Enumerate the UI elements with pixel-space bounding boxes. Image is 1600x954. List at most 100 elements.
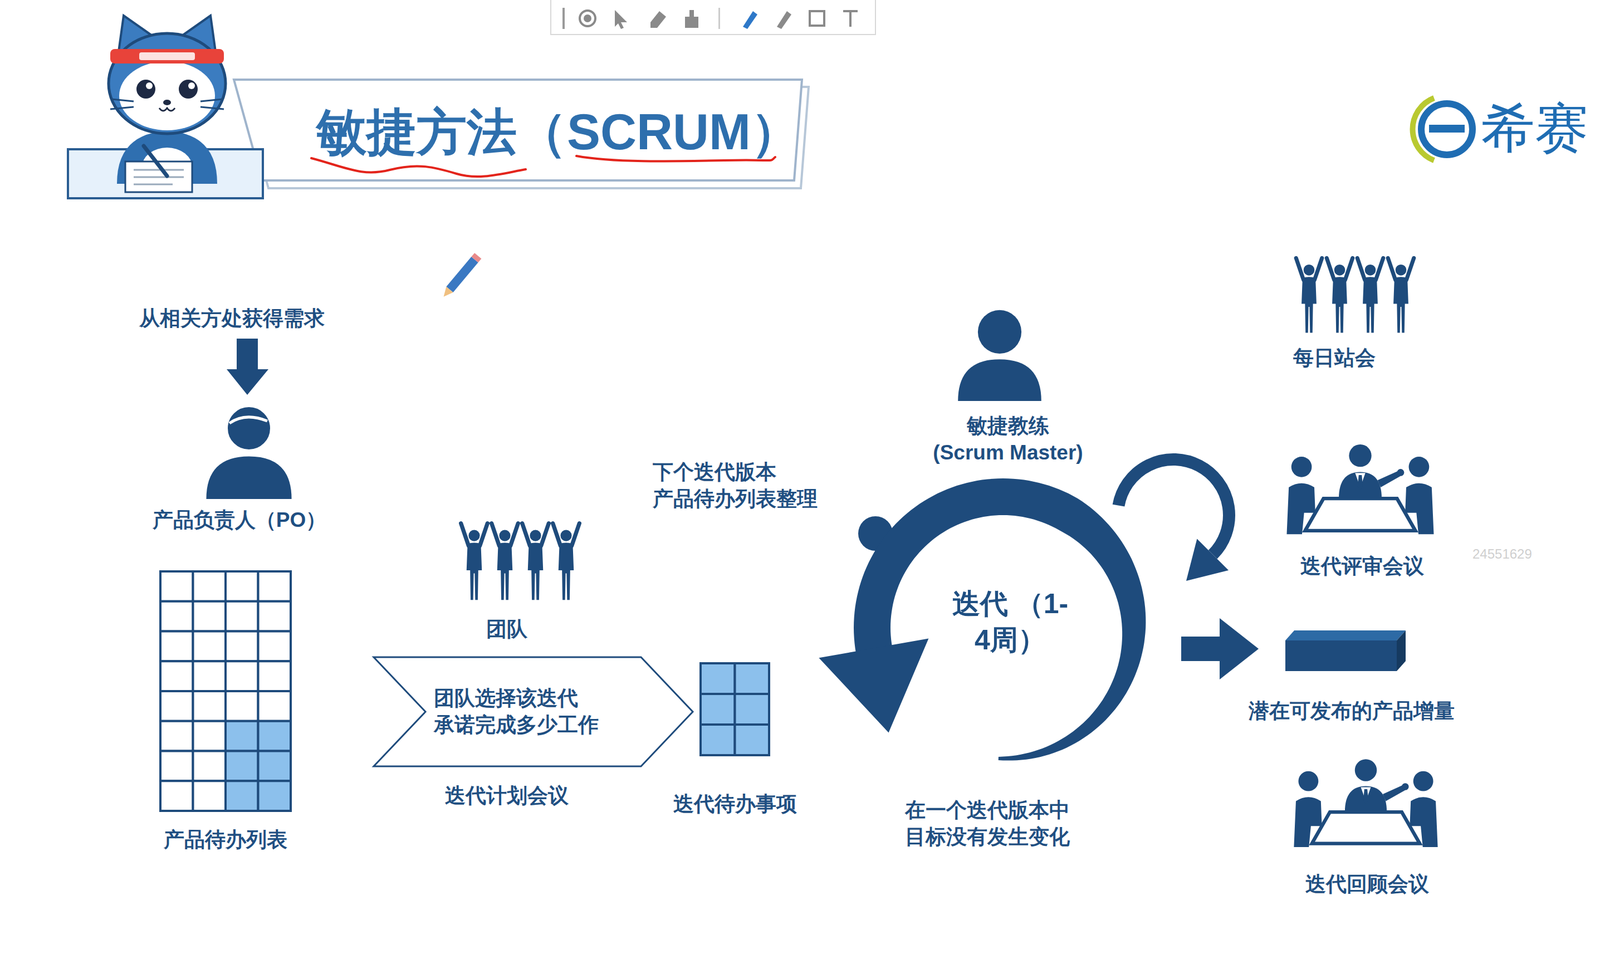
cycle-arc — [853, 478, 1146, 761]
team-icon — [461, 523, 488, 600]
node-text: 产品待办列表 — [142, 826, 310, 854]
daily-loop-arrow — [1118, 459, 1230, 555]
toolbar — [550, 0, 876, 35]
daily-standup-icon — [1387, 257, 1414, 333]
backlog-cell — [193, 691, 227, 722]
product-increment-shape — [1280, 618, 1409, 680]
logo-mark — [1429, 124, 1465, 133]
toolbar — [809, 11, 825, 26]
logo-mark — [1421, 103, 1473, 155]
daily-standup-icon — [1326, 257, 1353, 333]
toolbar — [583, 14, 592, 23]
backlog-cell — [258, 780, 292, 811]
daily-standup-icon — [1357, 257, 1383, 333]
team-icon — [553, 523, 580, 600]
mascot — [139, 52, 195, 61]
node-text: 迭代 （1-4周） — [937, 585, 1083, 659]
backlog-cell — [160, 780, 194, 811]
backlog-cell — [700, 724, 736, 756]
product-owner-icon — [206, 405, 292, 499]
backlog-cell — [193, 751, 227, 782]
increment-top — [1285, 630, 1406, 641]
cycle-arrowhead — [818, 638, 929, 733]
toolbar — [718, 7, 721, 29]
backlog-cell — [225, 571, 259, 602]
backlog-cell — [258, 601, 292, 632]
backlog-cell — [225, 751, 259, 782]
toolbar — [562, 7, 565, 29]
planning-chevron-shape — [372, 656, 694, 768]
mascot — [159, 108, 175, 111]
review-meeting-icon — [1287, 444, 1435, 535]
mascot — [110, 49, 224, 64]
backlog-cell — [193, 780, 227, 811]
mascot — [178, 79, 198, 99]
mascot — [67, 15, 263, 199]
mascot — [163, 99, 171, 106]
team-icon — [461, 523, 580, 601]
pencil-icon — [471, 252, 482, 263]
iteration-cycle: 迭代 （1-4周） — [827, 468, 1179, 787]
backlog-cell — [160, 571, 194, 602]
mascot — [108, 33, 226, 134]
mascot — [136, 79, 156, 99]
watermark: 24551629 — [1472, 545, 1584, 563]
toolbar — [614, 10, 628, 29]
requirement-arrow — [226, 338, 269, 395]
backlog-cell — [225, 661, 259, 692]
daily-standup-icon — [1295, 257, 1414, 333]
mascot — [119, 61, 215, 131]
daily-standup-icon — [1295, 257, 1322, 333]
toolbar — [650, 11, 667, 28]
mascot — [143, 145, 168, 176]
retro-meeting-icon — [1293, 759, 1438, 848]
backlog-cell — [225, 780, 259, 811]
logo-mark — [1412, 98, 1473, 161]
toolbar — [776, 11, 792, 29]
backlog-cell — [700, 663, 736, 694]
toolbar — [843, 11, 858, 27]
backlog-cell — [193, 631, 227, 662]
backlog-cell — [160, 691, 194, 722]
backlog-cell — [160, 751, 194, 782]
backlog-cell — [258, 721, 292, 752]
node-text: 迭代计划会议 — [417, 782, 596, 810]
toolbar — [550, 0, 876, 35]
backlog-cell — [735, 693, 770, 725]
role-label: 敏捷教练 (Scrum Master) — [916, 412, 1100, 467]
backlog-cell — [160, 721, 194, 752]
backlog-cell — [735, 663, 770, 694]
backlog-cell — [225, 691, 259, 722]
logo-text: 希赛 — [1481, 93, 1599, 164]
note-text: 在一个迭代版本中 目标没有发生变化 — [895, 796, 1080, 851]
role-label: 团队 — [451, 615, 563, 643]
flow-arrow-body — [1181, 618, 1259, 680]
backlog-cell — [160, 631, 194, 662]
increment-side — [1396, 630, 1406, 672]
mascot — [110, 99, 224, 110]
pencil-icon — [446, 256, 478, 293]
backlog-cell — [225, 631, 259, 662]
product-owner-icon — [226, 405, 272, 451]
increment-front — [1285, 640, 1397, 672]
requirement-arrow — [226, 338, 269, 395]
backlog-cell — [258, 691, 292, 722]
backlog-cell — [258, 631, 292, 662]
backlog-cell — [193, 661, 227, 692]
backlog-cell — [700, 693, 736, 725]
chevron-outline — [373, 657, 693, 767]
product-increment: 潜在可发布的产品增量 — [1280, 618, 1409, 680]
backlog-cell — [258, 571, 292, 602]
note-text: 下个迭代版本 产品待办列表整理 — [652, 458, 837, 513]
backlog-cell — [193, 571, 227, 602]
daily-loop-arrow — [1118, 459, 1230, 581]
product-owner-icon — [229, 417, 268, 424]
product-backlog-shape — [160, 571, 291, 861]
backlog-cell — [258, 661, 292, 692]
backlog-cell — [193, 601, 227, 632]
daily-loop-arrow — [1186, 538, 1229, 581]
sprint-backlog: 迭代待办事项 — [671, 663, 800, 820]
mascot — [133, 169, 184, 185]
backlog-cell — [160, 661, 194, 692]
backlog-cell — [225, 601, 259, 632]
